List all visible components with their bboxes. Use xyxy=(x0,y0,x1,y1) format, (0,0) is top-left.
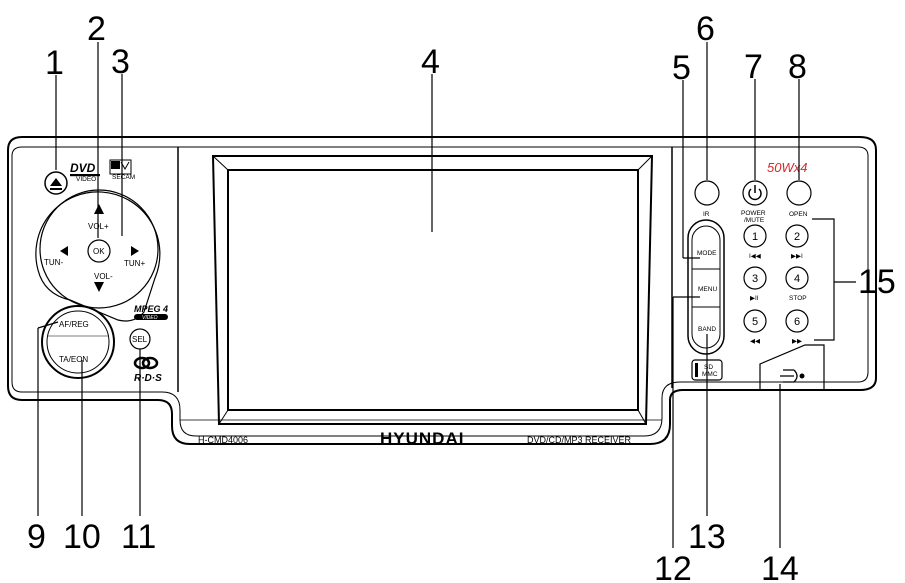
svg-text:6: 6 xyxy=(794,316,800,328)
rds-logo: R·D·S xyxy=(133,356,162,384)
model-text: H-CMD4006 xyxy=(198,435,248,445)
aux-jack[interactable] xyxy=(759,344,825,390)
preset-5-button[interactable]: 5 ◀◀ xyxy=(743,309,767,345)
svg-text:OPEN: OPEN xyxy=(789,211,808,218)
arrow-left-icon xyxy=(60,246,68,256)
preset-4-button[interactable]: 4 STOP xyxy=(785,266,809,302)
vol-down-button[interactable]: VOL- xyxy=(94,272,113,292)
svg-text:SECAM: SECAM xyxy=(112,174,135,181)
svg-text:MPEG 4: MPEG 4 xyxy=(134,304,168,314)
svg-text:5: 5 xyxy=(752,316,758,328)
svg-text:4: 4 xyxy=(794,273,800,285)
svg-text:2: 2 xyxy=(794,231,800,243)
callout-12: 12 xyxy=(654,550,692,583)
callout-2: 2 xyxy=(87,10,106,48)
menu-button[interactable]: MENU xyxy=(698,286,717,293)
ok-button[interactable]: OK xyxy=(87,239,111,263)
arrow-up-icon xyxy=(94,204,104,214)
callout-4: 4 xyxy=(421,43,440,81)
svg-text:STOP: STOP xyxy=(789,295,807,302)
callout-numbers: 1 2 3 4 5 6 7 8 9 10 11 12 13 14 15 xyxy=(27,10,896,583)
brand-logo: HYUNDAI xyxy=(380,429,464,448)
power-icon xyxy=(748,185,762,201)
callout-10: 10 xyxy=(63,518,101,556)
dvd-logo: DVD VIDEO xyxy=(70,161,100,183)
callout-14: 14 xyxy=(761,550,799,583)
svg-text:/MUTE: /MUTE xyxy=(744,217,765,224)
svg-text:1: 1 xyxy=(752,231,758,243)
svg-text:I◀◀: I◀◀ xyxy=(749,253,762,260)
leader-lines xyxy=(37,42,856,548)
svg-text:OK: OK xyxy=(93,247,105,256)
side-button-strip xyxy=(687,219,725,355)
af-reg-label: AF/REG xyxy=(59,320,89,329)
svg-text:DVD: DVD xyxy=(70,161,96,175)
power-button[interactable]: POWER /MUTE xyxy=(741,180,768,224)
svg-text:3: 3 xyxy=(752,273,758,285)
svg-text:VIDEO: VIDEO xyxy=(142,315,158,321)
ir-sensor: IR xyxy=(694,180,720,218)
callout-9: 9 xyxy=(27,518,46,556)
faceplate xyxy=(7,136,877,445)
svg-text:▶▶: ▶▶ xyxy=(792,338,803,345)
callout-11: 11 xyxy=(121,518,156,556)
svg-text:POWER: POWER xyxy=(741,210,766,217)
svg-text:R·D·S: R·D·S xyxy=(134,373,162,384)
callout-3: 3 xyxy=(111,43,130,81)
display-screen xyxy=(211,155,654,425)
eject-button[interactable] xyxy=(44,171,68,195)
svg-text:▶▶I: ▶▶I xyxy=(791,253,803,260)
callout-1: 1 xyxy=(45,44,64,82)
mode-button[interactable]: MODE xyxy=(697,250,717,257)
svg-text:TUN+: TUN+ xyxy=(124,259,145,268)
svg-text:SD: SD xyxy=(704,364,713,371)
callout-13: 13 xyxy=(688,518,726,556)
callout-5: 5 xyxy=(672,49,691,87)
sel-button[interactable]: SEL xyxy=(129,328,151,350)
callout-7: 7 xyxy=(744,48,763,86)
arrow-right-icon xyxy=(131,246,139,256)
svg-text:SEL: SEL xyxy=(132,335,148,344)
band-button[interactable]: BAND xyxy=(698,326,716,333)
svg-text:VOL-: VOL- xyxy=(94,272,113,281)
preset-1-button[interactable]: 1 I◀◀ xyxy=(743,224,767,260)
callout-6: 6 xyxy=(696,10,715,48)
svg-text:◀◀: ◀◀ xyxy=(750,338,761,345)
volume-knob[interactable]: AF/REG TA/EON xyxy=(41,305,115,379)
callout-15: 15 xyxy=(858,263,896,301)
tun-up-button[interactable]: TUN+ xyxy=(124,246,145,268)
svg-text:IR: IR xyxy=(703,211,710,218)
callout-8: 8 xyxy=(788,48,807,86)
svg-text:MMC: MMC xyxy=(702,371,718,378)
jack-icon xyxy=(780,369,805,383)
open-button[interactable]: OPEN xyxy=(786,180,812,218)
svg-text:TUN-: TUN- xyxy=(44,258,63,267)
arrow-down-icon xyxy=(94,282,104,292)
eject-icon xyxy=(50,178,62,186)
preset-3-button[interactable]: 3 ▶II xyxy=(743,266,767,302)
preset-2-button[interactable]: 2 ▶▶I xyxy=(785,224,809,260)
svg-text:▶II: ▶II xyxy=(750,295,759,302)
mpeg4-logo: MPEG 4 VIDEO xyxy=(134,304,168,321)
svg-text:VIDEO: VIDEO xyxy=(76,176,96,183)
receiver-text: DVD/CD/MP3 RECEIVER xyxy=(527,435,632,445)
preset-6-button[interactable]: 6 ▶▶ xyxy=(785,309,809,345)
power-rating: 50Wx4 xyxy=(767,160,807,175)
ta-eon-label: TA/EON xyxy=(59,355,88,364)
tun-down-button[interactable]: TUN- xyxy=(44,246,68,267)
